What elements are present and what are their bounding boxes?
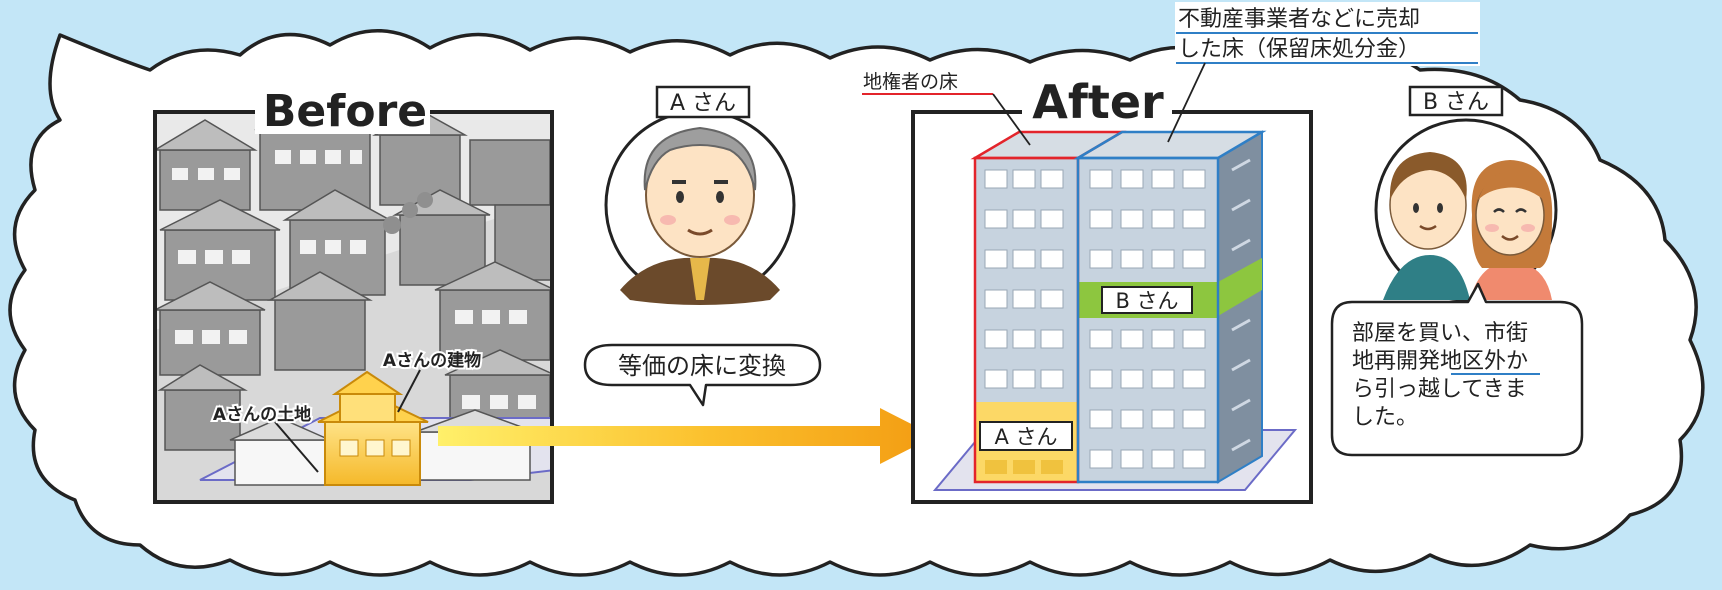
window bbox=[984, 169, 1008, 189]
window bbox=[1012, 249, 1036, 269]
window bbox=[1040, 169, 1064, 189]
window bbox=[984, 209, 1008, 229]
landowner-leader-line bbox=[992, 93, 1031, 146]
window bbox=[1182, 249, 1206, 269]
window bbox=[984, 249, 1008, 269]
window bbox=[1040, 209, 1064, 229]
window bbox=[1089, 409, 1113, 429]
conversion-bubble: 等価の床に変換 bbox=[583, 343, 822, 407]
window bbox=[1012, 209, 1036, 229]
window bbox=[1089, 449, 1113, 469]
b-story-line2: 地再開発地区外か bbox=[1352, 349, 1528, 374]
landowner-floor-label: 地権者の床 bbox=[863, 71, 958, 93]
window bbox=[1151, 249, 1175, 269]
window bbox=[1012, 169, 1036, 189]
building-windows bbox=[984, 169, 1206, 474]
person-b-portrait bbox=[1374, 118, 1558, 302]
person-b-tag: B さん bbox=[1408, 85, 1504, 117]
window bbox=[1089, 209, 1113, 229]
window bbox=[1012, 329, 1036, 349]
building-leader-line bbox=[397, 369, 421, 413]
window bbox=[1120, 449, 1144, 469]
window bbox=[1041, 460, 1063, 474]
person-a-tag: A さん bbox=[655, 85, 751, 119]
window bbox=[1182, 169, 1206, 189]
land-leader-line bbox=[274, 421, 319, 473]
sold-floor-line1: 不動産事業者などに売却 bbox=[1178, 7, 1420, 32]
window bbox=[1120, 209, 1144, 229]
window bbox=[1089, 249, 1113, 269]
window bbox=[1012, 289, 1036, 309]
window bbox=[1120, 169, 1144, 189]
window bbox=[1012, 369, 1036, 389]
window bbox=[1089, 329, 1113, 349]
after-panel: After bbox=[862, 71, 1313, 504]
window bbox=[1120, 409, 1144, 429]
b-story-line1: 部屋を買い、市街 bbox=[1352, 321, 1528, 346]
window bbox=[1151, 369, 1175, 389]
window bbox=[1040, 289, 1064, 309]
a-land-label: Aさんの土地 bbox=[213, 404, 311, 425]
floor-b-tag: B さん bbox=[1101, 286, 1193, 314]
sold-floor-label: 不動産事業者などに売却 した床（保留床処分金） bbox=[1167, 2, 1480, 143]
window bbox=[1151, 409, 1175, 429]
window bbox=[1089, 369, 1113, 389]
person-a-portrait bbox=[604, 109, 796, 305]
sold-floor-line2: した床（保留床処分金） bbox=[1178, 37, 1420, 62]
window bbox=[1120, 249, 1144, 269]
window bbox=[1182, 329, 1206, 349]
after-title: After bbox=[1032, 75, 1164, 129]
window bbox=[1182, 209, 1206, 229]
window bbox=[1182, 449, 1206, 469]
b-story-bubble: 部屋を買い、市街 地再開発地区外か ら引っ越してきま した。 bbox=[1330, 282, 1584, 457]
window bbox=[1040, 369, 1064, 389]
window bbox=[1151, 329, 1175, 349]
floor-a-tag-text: A さん bbox=[994, 425, 1057, 449]
window bbox=[1040, 329, 1064, 349]
window bbox=[1040, 249, 1064, 269]
conversion-bubble-text: 等価の床に変換 bbox=[618, 352, 786, 380]
window bbox=[1182, 369, 1206, 389]
before-title: Before bbox=[263, 86, 427, 137]
floor-a-tag: A さん bbox=[979, 421, 1073, 451]
window bbox=[1120, 329, 1144, 349]
window bbox=[984, 369, 1008, 389]
window bbox=[1013, 460, 1035, 474]
window bbox=[1151, 449, 1175, 469]
window bbox=[984, 289, 1008, 309]
b-story-line4: した。 bbox=[1352, 405, 1418, 430]
floor-b-tag-text: B さん bbox=[1115, 289, 1178, 313]
a-building-label: Aさんの建物 bbox=[383, 350, 481, 371]
window bbox=[1182, 409, 1206, 429]
window bbox=[1120, 369, 1144, 389]
window bbox=[1151, 169, 1175, 189]
transform-arrow bbox=[438, 408, 935, 464]
window bbox=[984, 329, 1008, 349]
person-b-tag-text: B さん bbox=[1423, 90, 1489, 115]
b-story-line3: ら引っ越してきま bbox=[1352, 377, 1527, 402]
window bbox=[1089, 169, 1113, 189]
person-a-tag-text: A さん bbox=[670, 91, 736, 116]
window bbox=[1151, 209, 1175, 229]
high-rise-building bbox=[970, 130, 1267, 484]
window bbox=[985, 460, 1007, 474]
